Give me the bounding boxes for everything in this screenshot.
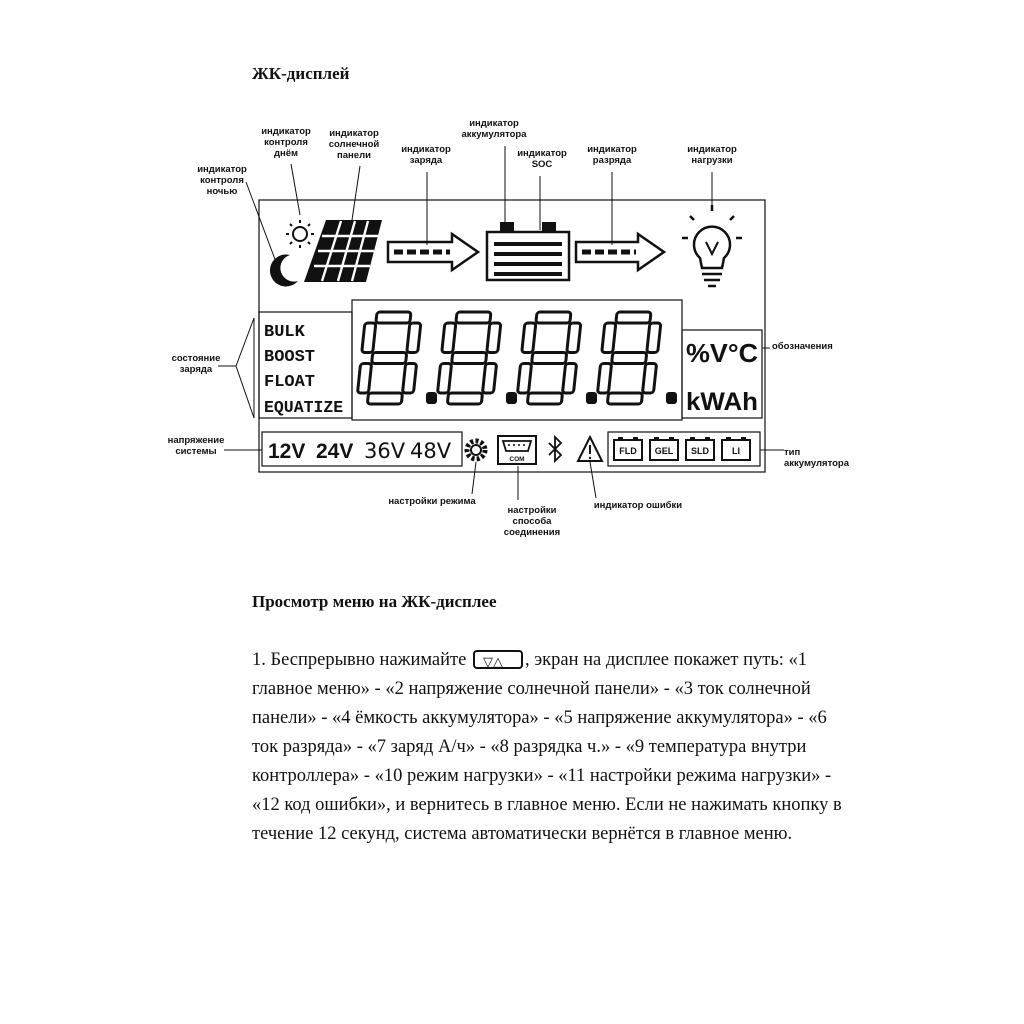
svg-text:LI: LI [732,446,740,456]
bluetooth-icon [548,434,563,464]
voltage-24v: 24V [316,440,353,463]
discharge-arrow-icon [574,231,667,273]
heading-lcd: ЖК-дисплей [252,64,350,83]
solar-panel-icon [304,220,382,282]
unit-top: %V°C [686,338,758,368]
units-box [681,329,763,419]
battery-type-sld: SLD [685,437,715,461]
label-mode-settings: настройки режима [388,496,476,507]
night-icon [269,254,298,287]
unit-bottom: kWAh [686,388,758,416]
state-boost: BOOST [264,348,315,367]
day-icon [286,220,314,248]
label-units: обозначения [772,341,833,352]
battery-type-li: LI [721,437,751,461]
label-error: индикатор ошибки [594,500,682,511]
svg-text:FLD: FLD [619,446,637,456]
load-bulb-icon [682,205,742,288]
battery-type-gel: GEL [649,437,679,461]
gear-icon [464,438,488,462]
battery-type-box [607,431,761,467]
voltage-48v: 48V [410,439,452,463]
com-port-icon: COM [497,435,537,465]
voltage-36v: 36V [364,439,406,463]
battery-icon [485,222,571,282]
heading-menu: Просмотр меню на ЖК-дисплее [252,592,497,611]
battery-type-fld: FLD [613,437,643,461]
svg-text:SLD: SLD [691,446,710,456]
state-bulk: BULK [264,323,306,342]
charge-states: BULK BOOST FLOAT EQUATIZE [264,323,343,417]
warning-icon [576,434,604,462]
digit-3 [516,310,583,406]
digit-1 [356,310,423,406]
instructions-body: , экран на дисплее покажет путь: «1 глав… [252,650,842,844]
decimal-point [506,392,517,404]
voltage-box [261,431,463,467]
digit-4 [596,310,663,406]
seven-segment-digits [356,310,677,406]
instructions-lead: 1. Беспрерывно нажимайте [252,650,467,670]
com-label: COM [509,456,524,463]
menu-instructions: 1. Беспрерывно нажимайте ▽△, экран на ди… [252,646,842,849]
voltage-12v: 12V [268,440,305,463]
charge-arrow-icon [386,231,481,273]
decimal-point [666,392,677,404]
digit-2 [436,310,503,406]
up-down-button-icon: ▽△ [472,650,523,670]
state-float: FLOAT [264,373,315,392]
decimal-point [586,392,597,404]
svg-text:GEL: GEL [655,446,674,456]
state-equatize: EQUATIZE [264,398,343,417]
decimal-point [426,392,437,404]
battery-types: FLD GEL SLD LI [613,437,751,461]
